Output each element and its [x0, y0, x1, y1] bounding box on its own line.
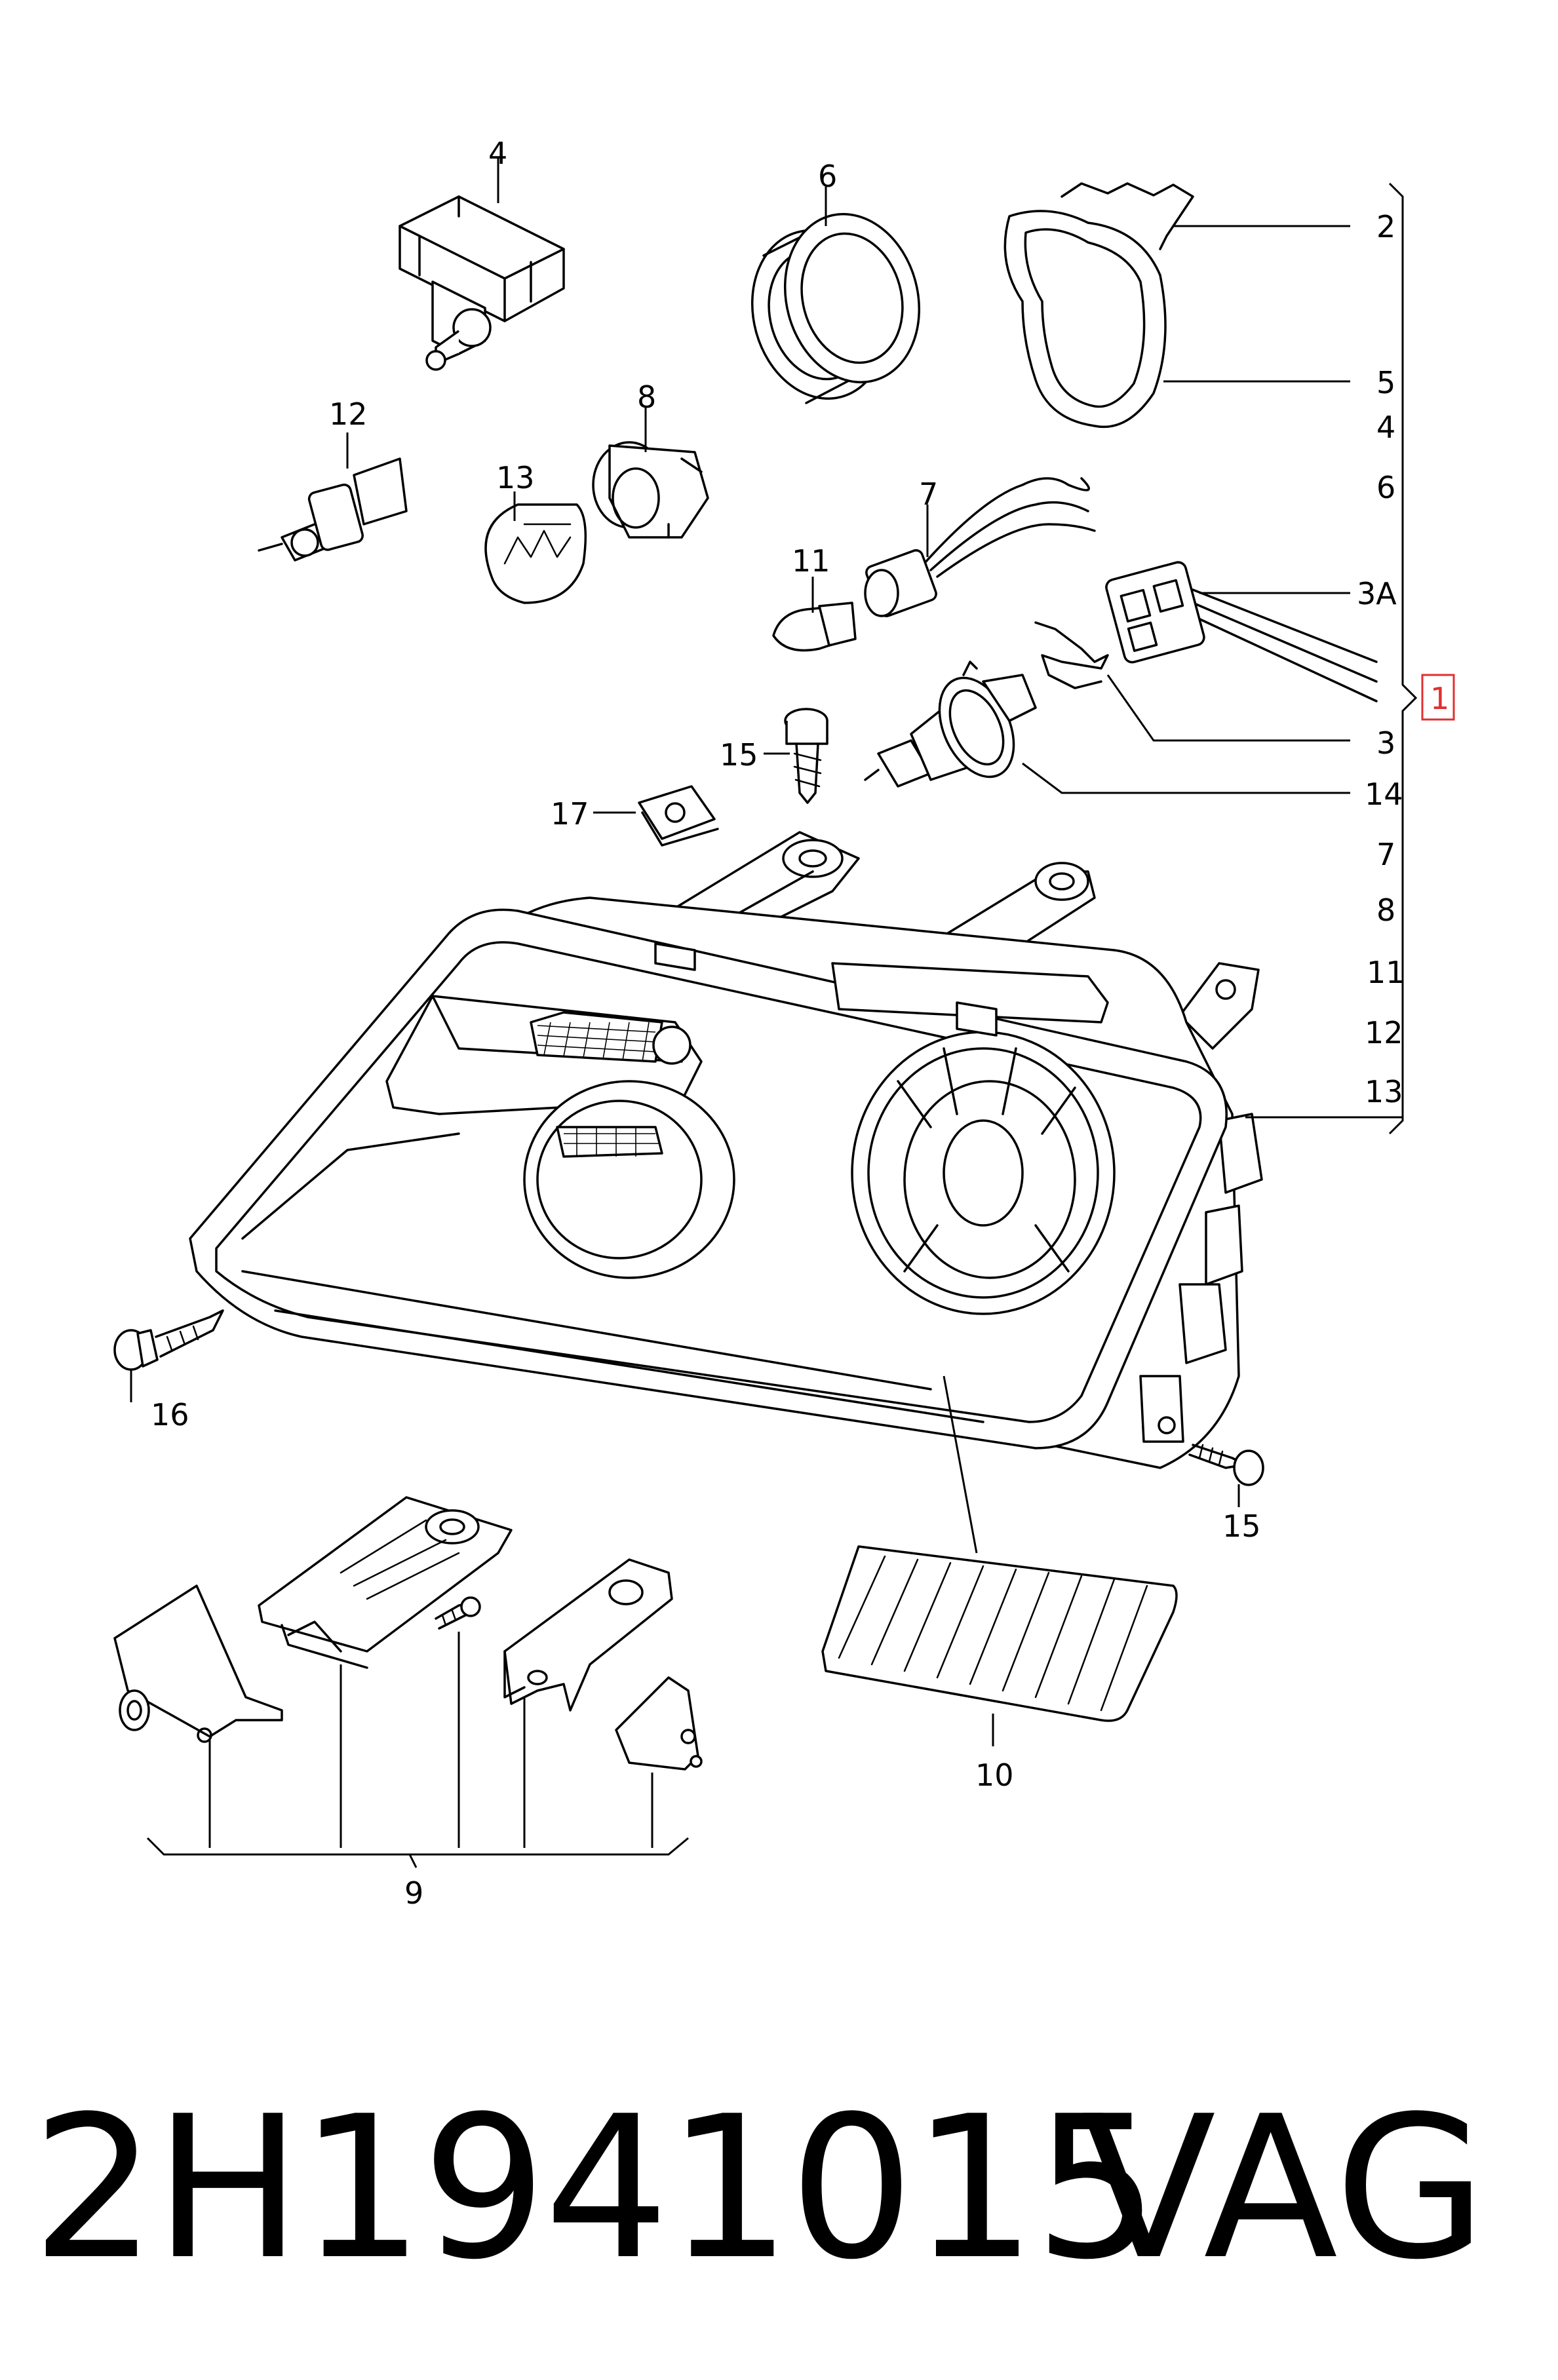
callout-3a: 3A — [1357, 576, 1397, 611]
part-8-bulb-holder — [592, 441, 709, 539]
headlight-exploded-diagram: 4 6 2 5 12 13 — [113, 136, 1455, 1911]
part-14-halogen-bulb — [864, 661, 1037, 788]
assembly-list-4: 4 — [1376, 410, 1395, 445]
part-3-wire-clip — [1034, 621, 1109, 689]
part-15-screw-top — [784, 708, 828, 804]
assembly-list-12: 12 — [1365, 1015, 1403, 1050]
part-15-screw-right — [1188, 1444, 1264, 1486]
callout-14: 14 — [1365, 777, 1403, 812]
part-10-lens — [821, 1545, 1178, 1722]
callout-11: 11 — [792, 543, 830, 579]
assembly-list-13: 13 — [1365, 1074, 1403, 1109]
callout-16: 16 — [151, 1397, 189, 1432]
assembly-list-11: 11 — [1367, 955, 1405, 990]
callout-6: 6 — [818, 159, 837, 194]
part-13-bulb — [484, 503, 587, 604]
part-9-repair-brackets — [113, 1496, 703, 1868]
part-7-wiring-harness — [864, 477, 1096, 617]
part-17-clip-nut — [638, 785, 719, 847]
callout-8: 8 — [637, 379, 656, 415]
callout-17: 17 — [551, 796, 589, 832]
part-11-small-bulb — [772, 602, 857, 652]
callout-15-top: 15 — [720, 737, 758, 773]
callout-4: 4 — [488, 136, 507, 171]
callout-9: 9 — [404, 1875, 423, 1911]
part-16-screw — [113, 1309, 224, 1371]
main-assembly-label: 1 — [1421, 674, 1455, 721]
assembly-list-6: 6 — [1376, 470, 1395, 505]
callout-5: 5 — [1376, 365, 1395, 400]
callout-2: 2 — [1376, 209, 1395, 244]
callout-13: 13 — [496, 460, 535, 495]
part-6-cap-ring — [750, 213, 921, 404]
part-5-gasket — [1003, 210, 1167, 429]
assembly-list-7: 7 — [1376, 837, 1395, 872]
callout-7: 7 — [919, 476, 938, 512]
callout-3: 3 — [1376, 725, 1395, 761]
assembly-list-8: 8 — [1376, 892, 1395, 928]
part-3a-connector — [1105, 561, 1378, 702]
brand-name: VAG — [1081, 2074, 1487, 2303]
svg-text:1: 1 — [1430, 681, 1449, 716]
callout-12: 12 — [329, 396, 368, 432]
callout-10: 10 — [975, 1757, 1014, 1793]
part-12-bulb-socket — [258, 457, 408, 562]
callout-15-right: 15 — [1222, 1508, 1261, 1544]
part-number: 2H1941015 — [31, 2074, 1159, 2303]
part-4-adjuster-motor — [399, 195, 565, 371]
headlight-housing — [189, 831, 1263, 1469]
